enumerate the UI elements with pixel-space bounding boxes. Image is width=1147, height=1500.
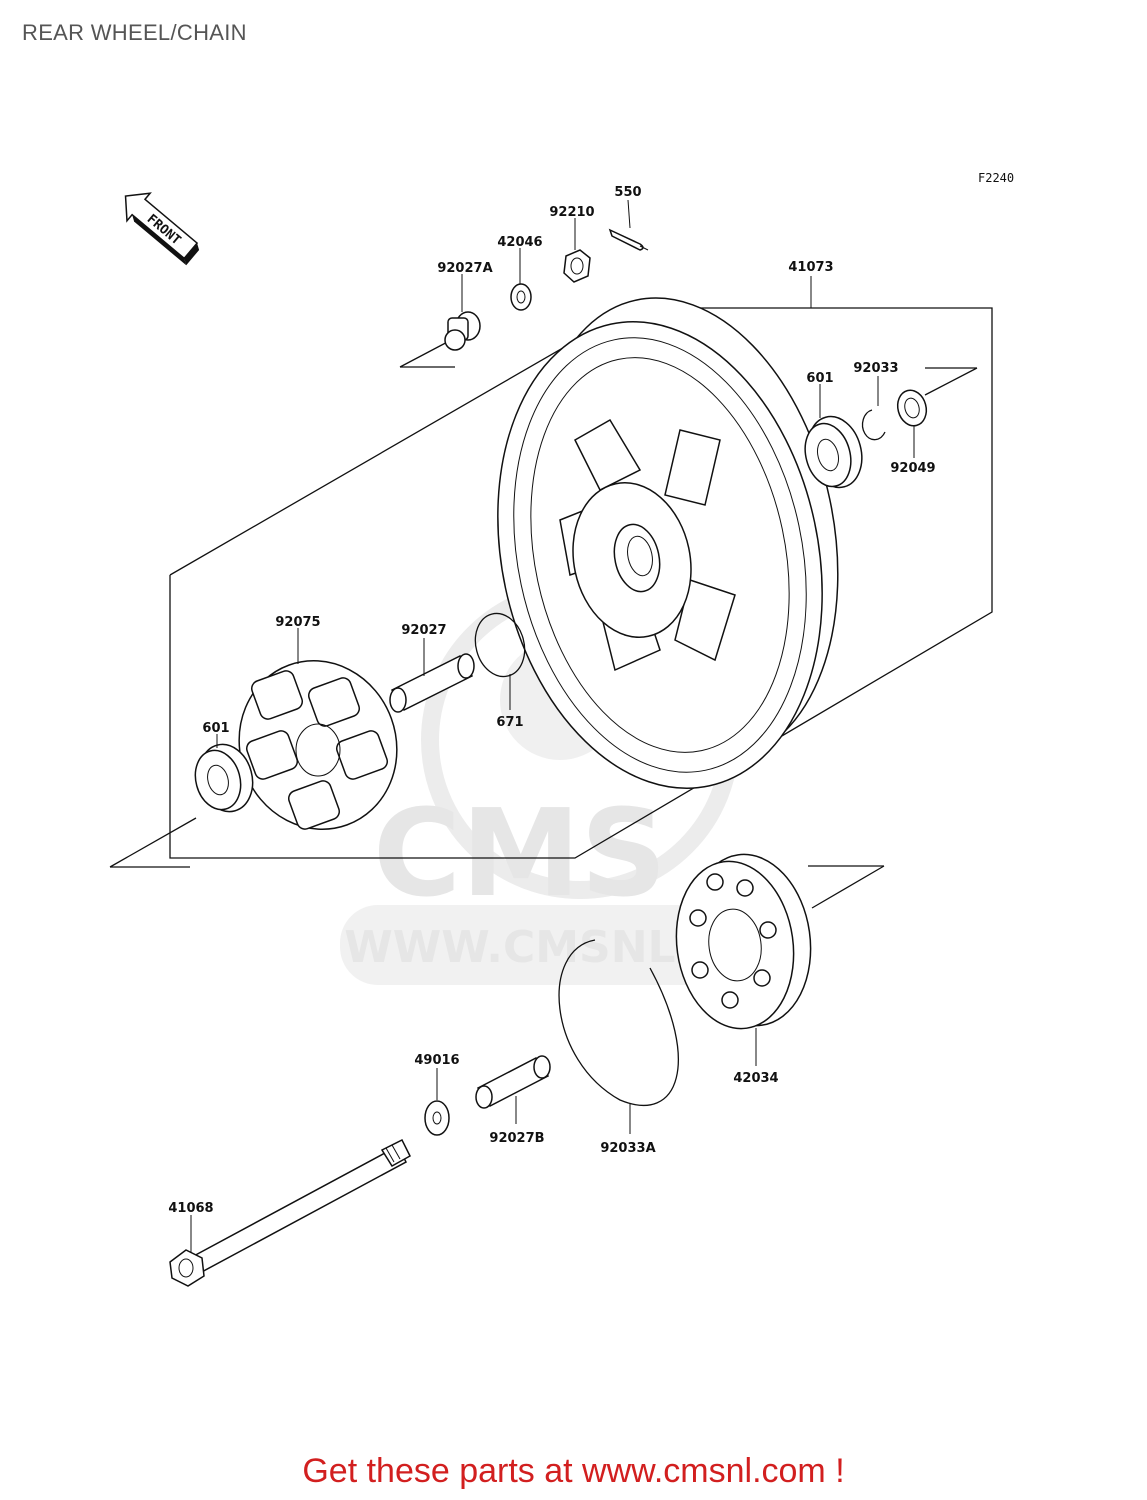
spacer-92027A bbox=[444, 311, 481, 351]
part-label-92027A: 92027A bbox=[437, 261, 492, 276]
washer-42046 bbox=[510, 283, 532, 311]
watermark-brand: CMS bbox=[373, 785, 667, 924]
spacer-92027 bbox=[389, 653, 475, 713]
front-arrow-icon: FRONT bbox=[124, 192, 200, 266]
part-label-550: 550 bbox=[614, 185, 641, 200]
part-label-92210: 92210 bbox=[549, 205, 594, 220]
part-label-601-left: 601 bbox=[202, 721, 229, 736]
part-labels: 550 92210 42046 92027A 41073 601 92033 9… bbox=[168, 185, 935, 1216]
circlip-92033A bbox=[558, 939, 679, 1106]
part-label-92027: 92027 bbox=[401, 623, 446, 638]
cotter-pin-550 bbox=[608, 228, 649, 251]
circlip-92033 bbox=[861, 409, 886, 441]
nut-92210 bbox=[563, 249, 591, 283]
part-label-92033: 92033 bbox=[853, 361, 898, 376]
part-label-49016: 49016 bbox=[414, 1053, 459, 1068]
part-label-41073: 41073 bbox=[788, 260, 833, 275]
part-label-92075: 92075 bbox=[275, 615, 320, 630]
spacer-92027B bbox=[475, 1055, 551, 1109]
leader-lines bbox=[190, 199, 915, 1252]
part-label-42046: 42046 bbox=[497, 235, 542, 250]
o-ring-671 bbox=[474, 612, 526, 678]
bearing-601-left bbox=[194, 743, 254, 813]
part-label-92033A: 92033A bbox=[600, 1141, 655, 1156]
bearing-601-top bbox=[804, 415, 863, 489]
get-parts-link[interactable]: Get these parts at www.cmsnl.com ! bbox=[302, 1452, 845, 1490]
rear-wheel bbox=[497, 297, 839, 789]
part-label-92027B: 92027B bbox=[489, 1131, 544, 1146]
figure-code: F2240 bbox=[978, 171, 1015, 185]
sprocket-42034 bbox=[675, 853, 812, 1030]
part-label-41068: 41068 bbox=[168, 1201, 213, 1216]
part-label-92049: 92049 bbox=[890, 461, 935, 476]
part-label-42034: 42034 bbox=[733, 1071, 778, 1086]
part-label-671: 671 bbox=[496, 715, 523, 730]
damper-92075 bbox=[238, 660, 398, 830]
axle-41068 bbox=[169, 1138, 411, 1287]
part-label-601-top: 601 bbox=[806, 371, 833, 386]
page-title: REAR WHEEL/CHAIN bbox=[22, 20, 247, 45]
washer-49016 bbox=[424, 1100, 450, 1136]
seal-92049 bbox=[896, 389, 928, 427]
